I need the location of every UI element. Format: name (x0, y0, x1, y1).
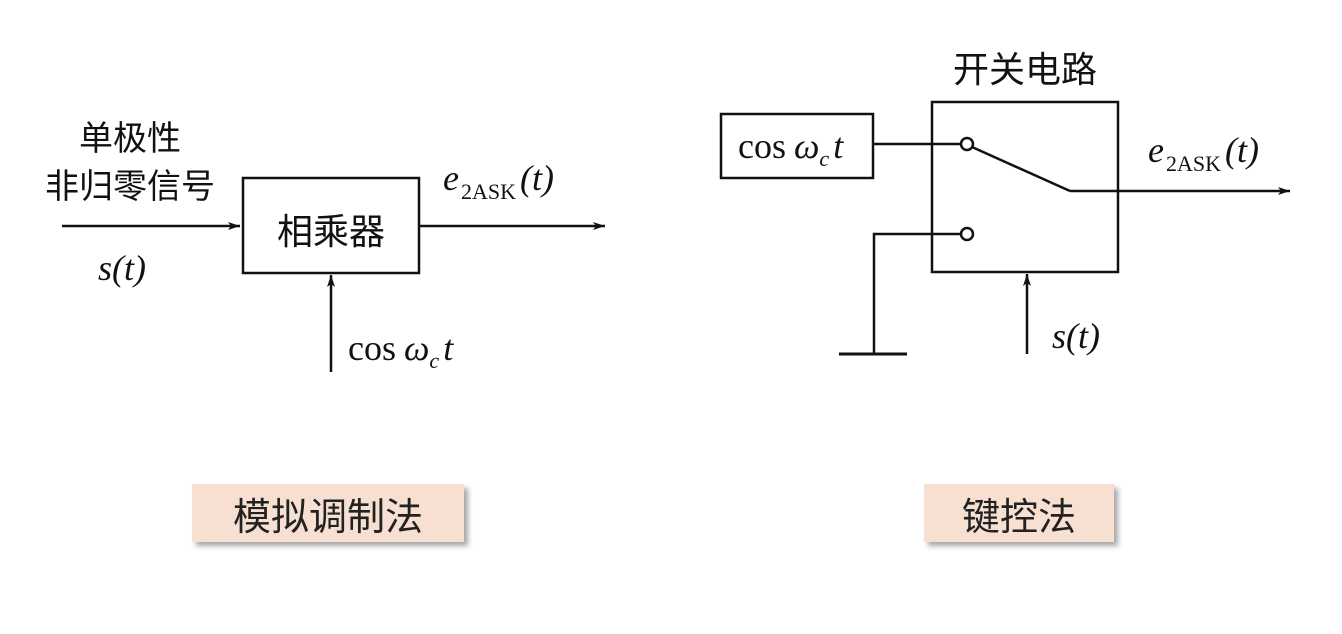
input-label-line2: 非归零信号 (45, 167, 215, 207)
output-e: e (443, 158, 459, 198)
switch-output-e: e (1148, 130, 1164, 170)
carrier-sub: c (429, 348, 439, 373)
carrier-t: t (443, 328, 454, 368)
control-signal-label: s(t) (1052, 316, 1100, 356)
carrier-cos: cos (348, 328, 396, 368)
carrier-source-block (719, 112, 875, 180)
switch-output-label: e2ASK(t) (1148, 130, 1259, 176)
source-carrier-sub: c (819, 146, 829, 171)
keying-method-caption: 键控法 (924, 484, 1114, 542)
analog-method-caption: 模拟调制法 (192, 484, 464, 542)
switch-output-arg: (t) (1225, 130, 1259, 170)
switch-output-sub: 2ASK (1166, 151, 1221, 176)
source-carrier-omega: ω (794, 126, 819, 166)
carrier-omega: ω (404, 328, 429, 368)
switch-contact-bottom (959, 226, 975, 242)
input-label-line1: 单极性 (79, 119, 181, 159)
output-label: e2ASK(t) (443, 158, 554, 204)
multiplier-label: 相乘器 (277, 212, 385, 253)
switch-arm (971, 145, 1071, 193)
source-carrier-cos: cos (738, 126, 786, 166)
switch-circuit-block (930, 100, 1120, 274)
output-arg: (t) (520, 158, 554, 198)
switch-circuit-title: 开关电路 (953, 50, 1097, 91)
input-signal-label: s(t) (98, 248, 146, 288)
ground-wire (872, 232, 961, 354)
source-carrier-t: t (833, 126, 844, 166)
switch-contact-top (959, 136, 975, 152)
output-sub: 2ASK (461, 179, 516, 204)
